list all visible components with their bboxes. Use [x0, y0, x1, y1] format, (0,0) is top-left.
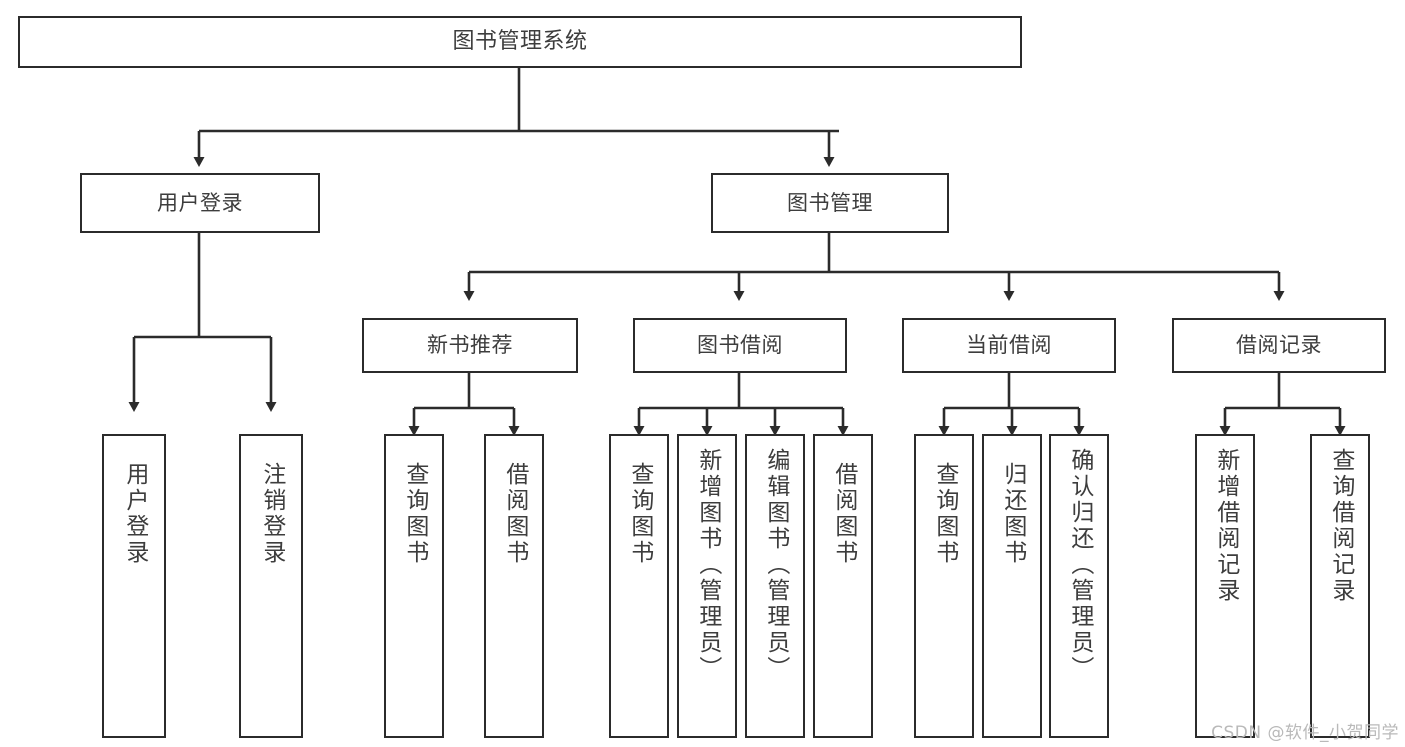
node-user-login[interactable]: 用户登录	[80, 173, 320, 233]
node-label: 借阅记录	[1236, 333, 1322, 358]
node-label: 新增图书（管理员）	[694, 448, 721, 682]
node-label: 图书管理系统	[452, 29, 588, 55]
leaf-query-book-borrow[interactable]: 查询图书	[609, 434, 669, 738]
node-borrow-record[interactable]: 借阅记录	[1172, 318, 1386, 373]
leaf-edit-book-admin[interactable]: 编辑图书（管理员）	[745, 434, 805, 738]
node-label: 用户登录	[157, 190, 243, 215]
leaf-borrow-book-recommend[interactable]: 借阅图书	[484, 434, 544, 738]
leaf-confirm-return-admin[interactable]: 确认归还（管理员）	[1049, 434, 1109, 738]
node-book-management[interactable]: 图书管理	[711, 173, 949, 233]
node-new-book-recommend[interactable]: 新书推荐	[362, 318, 578, 373]
node-current-borrow[interactable]: 当前借阅	[902, 318, 1116, 373]
node-label: 查询图书	[401, 462, 428, 566]
leaf-return-book[interactable]: 归还图书	[982, 434, 1042, 738]
node-label: 查询图书	[626, 462, 653, 566]
node-label: 用户登录	[121, 462, 148, 566]
leaf-query-book-recommend[interactable]: 查询图书	[384, 434, 444, 738]
node-label: 图书管理	[787, 190, 873, 215]
node-label: 查询图书	[931, 462, 958, 566]
leaf-query-book-current[interactable]: 查询图书	[914, 434, 974, 738]
leaf-add-book-admin[interactable]: 新增图书（管理员）	[677, 434, 737, 738]
node-label: 归还图书	[999, 462, 1026, 566]
leaf-add-borrow-record[interactable]: 新增借阅记录	[1195, 434, 1255, 738]
node-label: 新书推荐	[427, 333, 513, 358]
node-label: 确认归还（管理员）	[1066, 448, 1093, 682]
node-label: 编辑图书（管理员）	[762, 448, 789, 682]
leaf-borrow-book[interactable]: 借阅图书	[813, 434, 873, 738]
node-root-system[interactable]: 图书管理系统	[18, 16, 1022, 68]
node-label: 查询借阅记录	[1327, 448, 1354, 604]
leaf-query-borrow-record[interactable]: 查询借阅记录	[1310, 434, 1370, 738]
node-label: 注销登录	[258, 462, 285, 566]
node-label: 借阅图书	[830, 462, 857, 566]
node-label: 当前借阅	[966, 333, 1052, 358]
node-label: 图书借阅	[697, 333, 783, 358]
node-book-borrow[interactable]: 图书借阅	[633, 318, 847, 373]
node-label: 借阅图书	[501, 462, 528, 566]
watermark-text: CSDN @软件_小贺同学	[1211, 723, 1399, 743]
leaf-user-login[interactable]: 用户登录	[102, 434, 166, 738]
node-label: 新增借阅记录	[1212, 448, 1239, 604]
leaf-user-logout[interactable]: 注销登录	[239, 434, 303, 738]
